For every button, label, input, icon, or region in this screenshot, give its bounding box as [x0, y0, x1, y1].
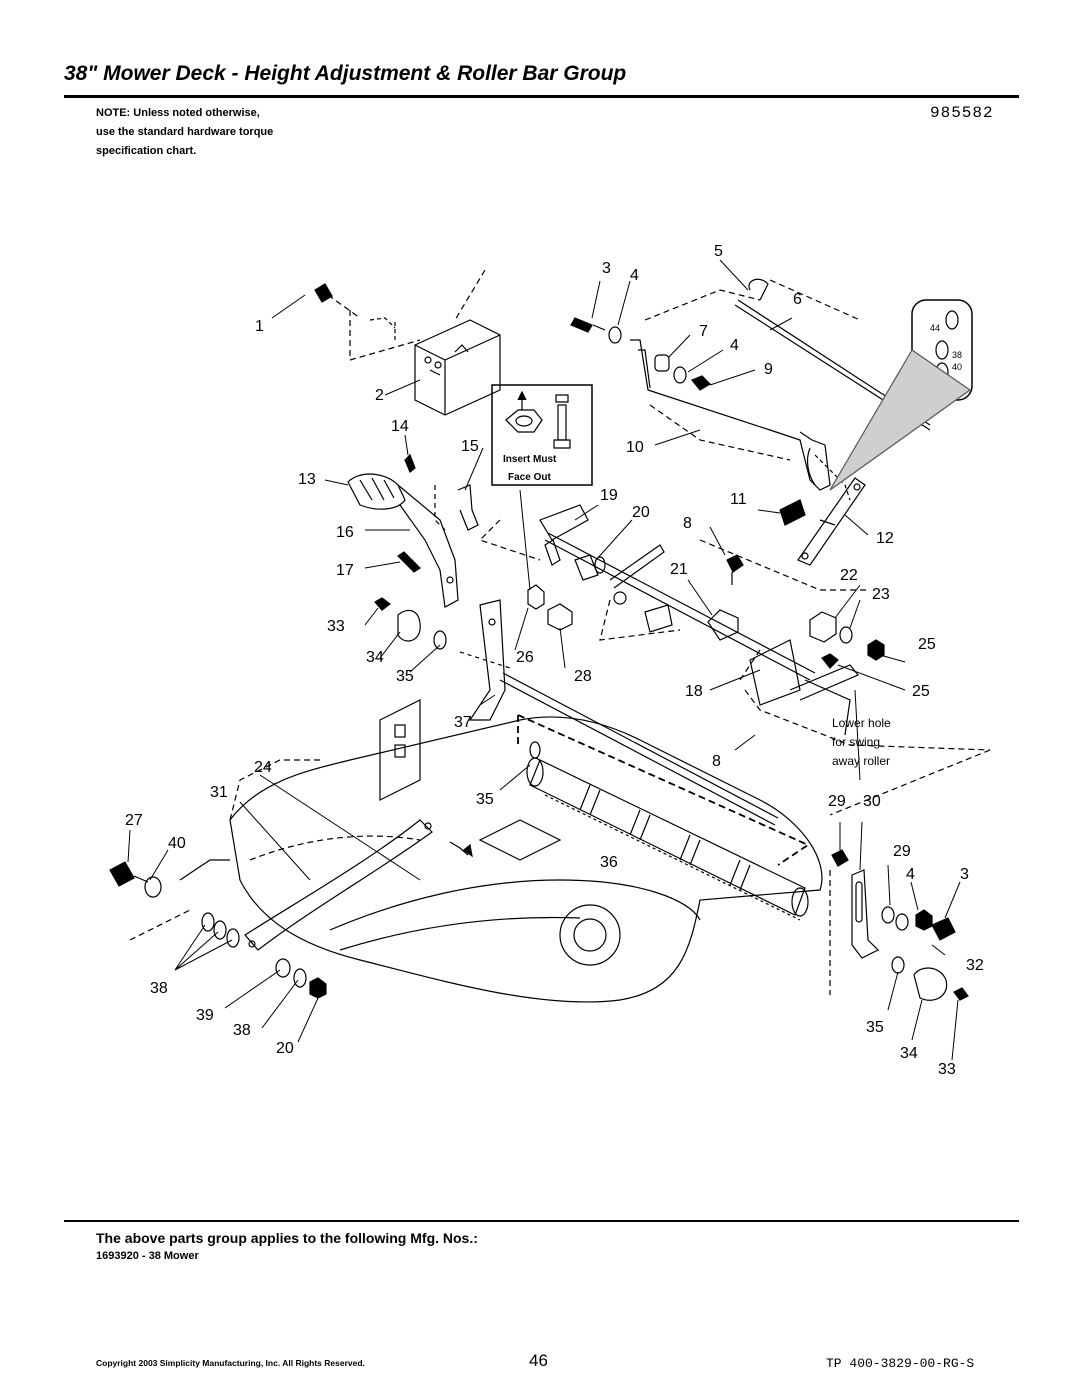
footer-rule [64, 1220, 1019, 1222]
inset-number: 38 [952, 350, 962, 360]
right-roller-hardware [829, 849, 969, 1001]
callout-35: 35 [476, 791, 494, 808]
callout-20: 20 [276, 1040, 294, 1057]
lower-hole-note-line3: away roller [832, 754, 890, 768]
callout-30: 30 [863, 793, 881, 810]
callout-15: 15 [461, 438, 479, 455]
callout-numbers: 1 2 3 4 5 6 7 4 9 10 11 8 12 14 15 13 16… [125, 243, 984, 1078]
callout-38: 38 [150, 980, 168, 997]
callout-37: 37 [454, 714, 472, 731]
applies-text: The above parts group applies to the fol… [96, 1230, 478, 1246]
callout-26: 26 [516, 649, 534, 666]
callout-3: 3 [602, 260, 611, 277]
cross-shaft [478, 504, 991, 816]
callout-9: 9 [764, 361, 773, 378]
callout-24: 24 [254, 759, 272, 776]
callout-27: 27 [125, 812, 143, 829]
callout-2: 2 [375, 387, 384, 404]
callout-34: 34 [900, 1045, 918, 1062]
callout-16: 16 [336, 524, 354, 541]
callout-23: 23 [872, 586, 890, 603]
callout-35: 35 [866, 1019, 884, 1036]
page-number: 46 [529, 1351, 548, 1370]
callout-35: 35 [396, 668, 414, 685]
callout-5: 5 [714, 243, 723, 260]
callout-19: 19 [600, 487, 618, 504]
lift-handle [347, 453, 479, 608]
callout-4: 4 [630, 267, 639, 284]
callout-7: 7 [699, 323, 708, 340]
hardware-small [374, 584, 885, 669]
callout-33: 33 [938, 1061, 956, 1078]
doc-number: 985582 [930, 104, 994, 122]
callout-29: 29 [828, 793, 846, 810]
upper-roller-bracket [570, 278, 931, 526]
callout-36: 36 [600, 854, 618, 871]
callout-28: 28 [574, 668, 592, 685]
magnified-inset [829, 299, 973, 491]
callout-10: 10 [626, 439, 644, 456]
callout-31: 31 [210, 784, 228, 801]
callout-8: 8 [683, 515, 692, 532]
callout-25: 25 [912, 683, 930, 700]
page-title: 38" Mower Deck - Height Adjustment & Rol… [64, 62, 627, 85]
callout-29: 29 [893, 843, 911, 860]
note-line: specification chart. [96, 145, 197, 157]
insert-label-line1: Insert Must [503, 454, 557, 465]
callout-13: 13 [298, 471, 316, 488]
callout-20: 20 [632, 504, 650, 521]
mower-deck [129, 699, 823, 1003]
lower-hole-note-line2: for swing [832, 735, 880, 749]
mfg-number: 1693920 - 38 Mower [96, 1250, 199, 1262]
callout-38: 38 [233, 1022, 251, 1039]
callout-12: 12 [876, 530, 894, 547]
title-rule [64, 95, 1019, 98]
callout-21: 21 [670, 561, 688, 578]
callout-1: 1 [255, 318, 264, 335]
callout-25: 25 [918, 636, 936, 653]
callout-39: 39 [196, 1007, 214, 1024]
callout-6: 6 [793, 291, 802, 308]
leader-lines [127, 259, 961, 1061]
insert-label-line2: Face Out [508, 472, 551, 483]
inset-number: 44 [930, 323, 940, 333]
left-hardware [109, 861, 327, 999]
copyright: Copyright 2003 Simplicity Manufacturing,… [96, 1358, 365, 1368]
callout-3: 3 [960, 866, 969, 883]
roller [526, 741, 809, 921]
callout-40: 40 [168, 835, 186, 852]
roller-bracket [468, 599, 810, 866]
note-line: NOTE: Unless noted otherwise, [96, 107, 260, 119]
callout-18: 18 [685, 683, 703, 700]
callout-8: 8 [712, 753, 721, 770]
callout-4: 4 [906, 866, 915, 883]
inset-number: 40 [952, 362, 962, 372]
insert-detail-box [491, 384, 593, 486]
exploded-parts-diagram: Insert Must Face Out Lower hole for swin… [109, 243, 991, 1078]
doc-reference: TP 400-3829-00-RG-S [826, 1356, 975, 1371]
callout-32: 32 [966, 957, 984, 974]
lower-hole-note-line1: Lower hole [832, 716, 891, 730]
callout-14: 14 [391, 418, 409, 435]
torque-note: NOTE: Unless noted otherwise, use the st… [96, 104, 356, 161]
callout-22: 22 [840, 567, 858, 584]
swing-arm [797, 477, 866, 566]
height-bracket [314, 269, 501, 416]
callout-4: 4 [730, 337, 739, 354]
callout-33: 33 [327, 618, 345, 635]
callout-34: 34 [366, 649, 384, 666]
front-lift-link [244, 819, 473, 951]
note-line: use the standard hardware torque [96, 126, 274, 138]
callout-11: 11 [730, 491, 747, 508]
callout-17: 17 [336, 562, 354, 579]
